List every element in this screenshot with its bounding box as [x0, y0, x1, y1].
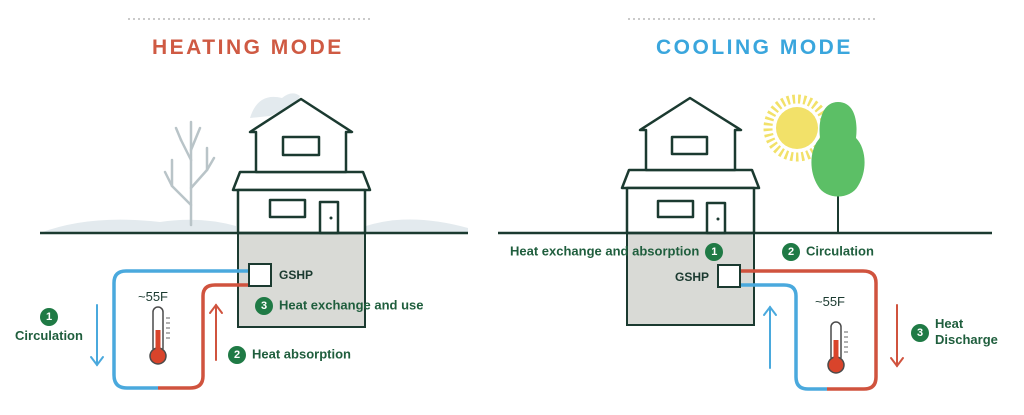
cooling-gshp-label: GSHP: [675, 270, 710, 284]
step-label: Heat exchange and use: [279, 297, 424, 313]
cooling-step-heat-discharge: 3 Heat Discharge: [911, 316, 998, 348]
step-label: Circulation: [15, 328, 83, 343]
cooling-discharge-arrow: [890, 304, 904, 368]
cooling-circulation-arrow: [763, 305, 777, 369]
heating-gshp-unit: [248, 263, 272, 287]
step-badge-1: 1: [40, 308, 58, 326]
thermometer-icon: [827, 321, 848, 374]
house-icon: [620, 96, 761, 235]
heating-gshp-label: GSHP: [279, 268, 314, 282]
step-badge-2: 2: [782, 243, 800, 261]
cooling-mode-title: COOLING MODE: [656, 36, 853, 59]
heating-temperature: ~55F: [138, 289, 168, 304]
heating-pipe-cold: [112, 269, 248, 390]
heating-step-heat-exchange: 3 Heat exchange and use: [255, 297, 424, 315]
heating-circulation-arrow: [90, 304, 104, 367]
snow-mound-left: [40, 219, 236, 233]
heating-step-circulation: 1 Circulation: [10, 308, 88, 344]
step-label-line2: Discharge: [935, 332, 998, 347]
step-label: Circulation: [806, 243, 874, 259]
cooling-step-heat-exchange: Heat exchange and absorption 1: [510, 243, 724, 261]
step-badge-2: 2: [228, 346, 246, 364]
thermometer-icon: [149, 306, 170, 365]
step-label: Heat absorption: [252, 346, 351, 362]
bare-tree-icon: [163, 120, 216, 227]
step-label: Heat exchange and absorption: [510, 243, 700, 259]
heating-pipe-warm: [158, 283, 248, 390]
step-badge-1: 1: [705, 243, 724, 261]
step-badge-3: 3: [255, 297, 273, 315]
cooling-pipe-hot: [740, 269, 878, 391]
heating-absorption-arrow: [209, 303, 223, 361]
green-tree-icon: [811, 102, 865, 232]
cooling-pipe-cool: [740, 283, 827, 391]
heating-mode-title: HEATING MODE: [152, 36, 344, 59]
step-badge-3: 3: [911, 324, 929, 342]
cooling-gshp-unit: [717, 264, 741, 288]
snow-mound-right: [366, 219, 468, 233]
step-label-line1: Heat: [935, 316, 964, 331]
heating-step-heat-absorption: 2 Heat absorption: [228, 346, 351, 364]
cooling-step-circulation: 2 Circulation: [782, 243, 874, 261]
house-icon: [231, 97, 372, 235]
snow-on-roof: [250, 93, 300, 118]
cooling-temperature: ~55F: [815, 294, 845, 309]
